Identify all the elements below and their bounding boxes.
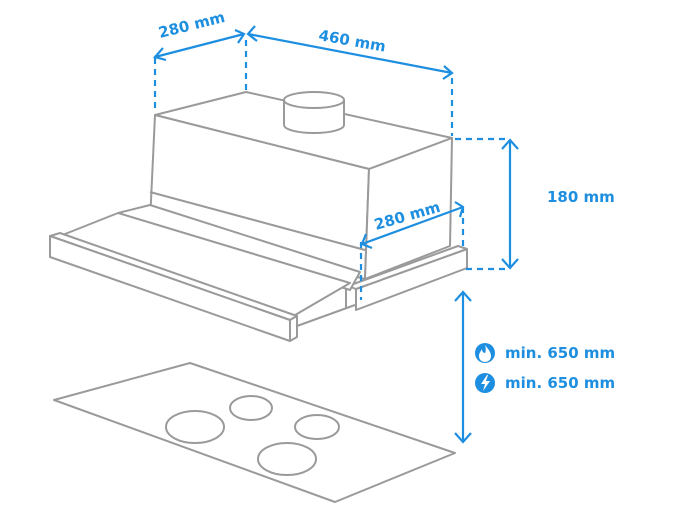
dimension-height: 180 mm	[455, 137, 615, 271]
burner-large-left	[165, 410, 225, 444]
clearance-gas: min. 650 mm	[475, 343, 615, 363]
hob-cooktop	[53, 362, 456, 503]
dimension-clearance	[454, 290, 472, 444]
burner-small-top	[229, 395, 273, 421]
height-label: 180 mm	[547, 188, 615, 206]
top-depth-label: 280 mm	[157, 8, 227, 42]
telescopic-drawer	[49, 204, 361, 342]
top-width-label: 460 mm	[317, 26, 387, 55]
electric-clearance-label: min. 650 mm	[505, 374, 615, 392]
exhaust-collar	[283, 91, 345, 134]
burner-large-bottom	[257, 442, 317, 476]
burner-small-right	[294, 414, 340, 440]
gas-clearance-label: min. 650 mm	[505, 344, 615, 362]
clearance-electric: min. 650 mm	[475, 373, 615, 393]
